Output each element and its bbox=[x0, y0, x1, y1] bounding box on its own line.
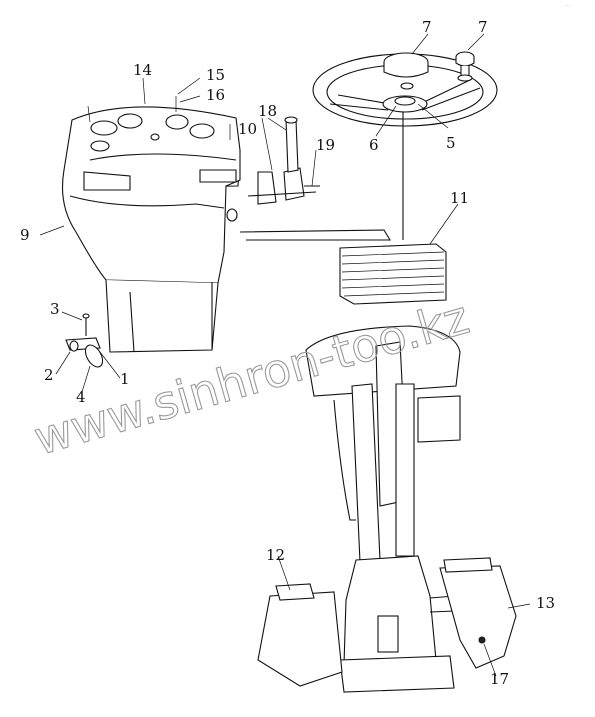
callout-14: 14 bbox=[133, 61, 152, 79]
callout-3: 3 bbox=[50, 300, 60, 318]
callout-17: 17 bbox=[490, 670, 509, 688]
left-pedal bbox=[257, 583, 343, 687]
callout-labels: 7 7 5 6 14 15 16 18 10 19 11 9 3 2 1 4 1… bbox=[20, 18, 555, 688]
column-frame bbox=[305, 325, 481, 693]
callout-7a: 7 bbox=[422, 18, 432, 36]
callout-2: 2 bbox=[44, 366, 54, 384]
callout-15: 15 bbox=[206, 66, 225, 84]
bellows-boot bbox=[339, 243, 447, 305]
callout-13: 13 bbox=[536, 594, 555, 612]
callout-9: 9 bbox=[20, 226, 30, 244]
leader-lines bbox=[39, 33, 531, 677]
spinner-knob bbox=[455, 51, 475, 82]
corner-mark: ··· bbox=[565, 3, 571, 10]
callout-19: 19 bbox=[316, 136, 335, 154]
callout-10: 10 bbox=[238, 120, 257, 138]
callout-7b: 7 bbox=[478, 18, 488, 36]
support-bar bbox=[239, 229, 391, 241]
callout-1: 1 bbox=[120, 370, 130, 388]
steering-wheel bbox=[312, 53, 498, 127]
switch-bracket bbox=[65, 313, 104, 368]
right-pedal bbox=[439, 557, 517, 669]
horn-cap bbox=[383, 52, 429, 90]
callout-5: 5 bbox=[446, 134, 456, 152]
instrument-panel bbox=[61, 96, 241, 353]
callout-16: 16 bbox=[206, 86, 225, 104]
callout-18: 18 bbox=[258, 102, 277, 120]
callout-12: 12 bbox=[266, 546, 285, 564]
callout-6: 6 bbox=[369, 136, 379, 154]
callout-11: 11 bbox=[450, 189, 469, 207]
callout-4: 4 bbox=[76, 388, 86, 406]
control-levers bbox=[247, 116, 320, 205]
